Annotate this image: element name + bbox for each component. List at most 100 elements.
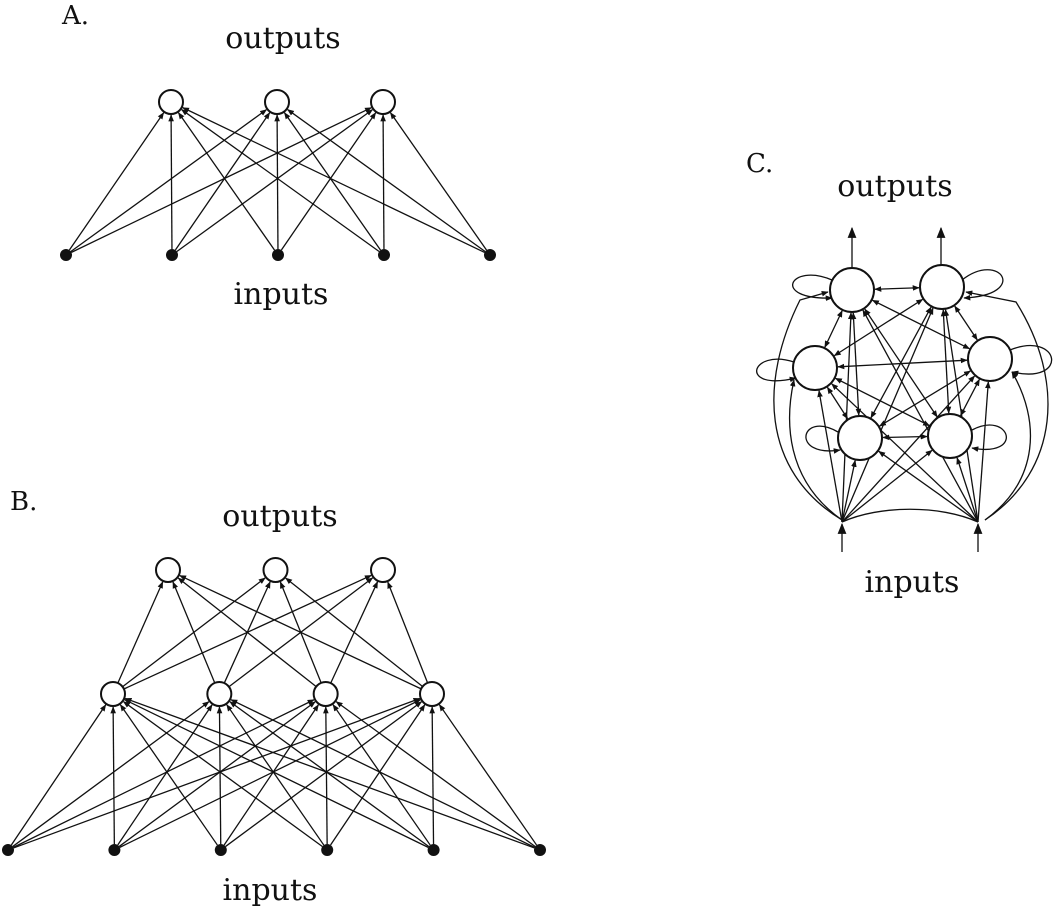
recurrent-connection xyxy=(850,312,862,416)
edge-arrow xyxy=(177,112,276,251)
edge-arrow xyxy=(176,109,374,253)
input-unit xyxy=(484,249,496,261)
input-unit xyxy=(166,249,178,261)
panel-b: B. outputs inputs xyxy=(2,487,546,908)
input-connection xyxy=(841,449,933,523)
input-connection xyxy=(956,457,979,523)
output-unit xyxy=(370,89,396,115)
input-connection xyxy=(817,389,843,523)
panel-b-units xyxy=(2,557,546,856)
panel-a: A. outputs inputs xyxy=(60,1,496,312)
input-connection xyxy=(841,375,976,523)
edge-arrow xyxy=(177,577,317,688)
self-loop xyxy=(1009,344,1053,377)
panel-a-inputs-label: inputs xyxy=(234,277,329,312)
input-unit xyxy=(60,249,72,261)
feedback-connection xyxy=(773,291,843,521)
edge-arrow xyxy=(13,699,315,848)
recurrent-connection xyxy=(882,433,928,441)
input-connection xyxy=(841,307,934,523)
edge-arrow xyxy=(223,704,319,846)
input-unit xyxy=(108,844,121,856)
input-bridge xyxy=(841,508,979,523)
edge-arrow xyxy=(283,112,382,251)
edge-arrow xyxy=(229,701,430,847)
recurrent-connection xyxy=(837,357,968,370)
recurrent-unit xyxy=(919,264,965,310)
edge-arrow xyxy=(429,706,435,845)
edge-arrow xyxy=(180,109,380,253)
input-unit xyxy=(321,844,334,856)
edge-arrow xyxy=(168,114,174,250)
panel-a-outputs-label: outputs xyxy=(225,21,340,56)
input-unit xyxy=(214,844,227,856)
panel-c-letter: C. xyxy=(746,149,773,179)
edge-arrow xyxy=(389,112,488,251)
feedback-connection xyxy=(984,371,1032,521)
input-connection xyxy=(977,381,991,523)
edge-arrow xyxy=(117,581,164,684)
hidden-unit xyxy=(312,681,339,707)
edge-arrow xyxy=(124,697,535,849)
input-connection xyxy=(831,383,979,523)
self-loop xyxy=(971,424,1007,452)
feedback-connection xyxy=(788,379,843,521)
edge-arrow xyxy=(332,704,431,846)
panel-c-inputs-label: inputs xyxy=(865,565,960,600)
panel-b-letter: B. xyxy=(10,487,37,517)
edge-arrow xyxy=(117,704,213,846)
edge-arrow xyxy=(225,701,423,847)
edge-arrow xyxy=(330,704,426,846)
panel-a-units xyxy=(60,89,496,261)
recurrent-connection xyxy=(874,285,920,292)
panel-b-inputs-label: inputs xyxy=(223,873,318,908)
input-unit xyxy=(272,249,284,261)
recurrent-unit xyxy=(792,345,838,391)
input-unit xyxy=(378,249,390,261)
edge-arrow xyxy=(68,112,165,251)
edge-arrow xyxy=(118,701,316,847)
feedback-connection xyxy=(965,290,1049,521)
edge-arrow xyxy=(285,577,423,688)
recurrent-connection xyxy=(960,378,980,417)
edge-arrow xyxy=(335,701,536,847)
edge-arrow xyxy=(230,699,535,848)
self-loop xyxy=(961,269,1004,301)
output-unit xyxy=(158,89,184,115)
edge-arrow xyxy=(124,699,429,848)
input-unit xyxy=(534,844,546,856)
input-connection xyxy=(943,309,979,523)
edge-arrow xyxy=(10,704,107,846)
recurrent-connection xyxy=(824,310,843,348)
edge-arrow xyxy=(119,704,218,846)
recurrent-connection xyxy=(954,305,978,341)
output-unit xyxy=(370,557,396,583)
edge-arrow xyxy=(323,706,329,845)
panel-c-outputs-label: outputs xyxy=(837,169,952,204)
self-loop xyxy=(792,274,833,301)
recurrent-unit xyxy=(967,336,1013,382)
panel-a-letter: A. xyxy=(61,1,89,31)
edge-arrow xyxy=(174,112,271,251)
hidden-unit xyxy=(419,681,445,707)
input-connection xyxy=(841,312,854,523)
self-loop xyxy=(756,358,797,383)
edge-arrow xyxy=(179,574,422,690)
input-connection xyxy=(878,450,979,523)
panel-a-connections xyxy=(68,107,488,253)
recurrent-unit xyxy=(837,415,883,461)
edge-arrow xyxy=(182,107,485,253)
input-connection xyxy=(841,459,857,523)
output-unit xyxy=(264,89,290,115)
edge-arrow xyxy=(280,112,377,251)
recurrent-connection xyxy=(879,370,971,427)
edge-arrow xyxy=(216,706,223,845)
output-unit xyxy=(155,557,181,583)
edge-arrow xyxy=(70,109,268,253)
input-unit xyxy=(427,844,440,856)
edge-arrow xyxy=(71,107,372,253)
input-connection xyxy=(862,309,979,523)
edge-arrow xyxy=(119,699,421,848)
edge-arrow xyxy=(13,697,421,849)
